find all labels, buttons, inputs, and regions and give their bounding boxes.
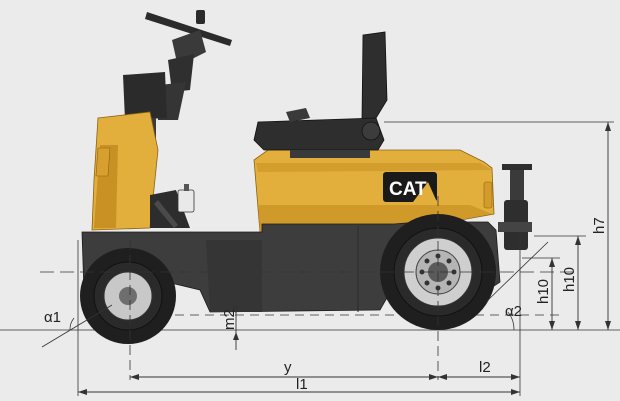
- chassis-panel: [206, 240, 262, 312]
- departure-angle: α2: [485, 241, 549, 331]
- y-dimension: y: [130, 359, 438, 380]
- front-lamp: [95, 147, 111, 177]
- h10-outer-dimension: h10: [534, 235, 586, 330]
- alpha2-label: α2: [505, 303, 522, 320]
- m2-dimension: m2: [221, 296, 239, 350]
- y-label: y: [284, 359, 292, 376]
- cat-logo-text: CAT: [389, 179, 427, 200]
- l2-label: l2: [479, 359, 491, 376]
- cat-logo: CAT: [383, 172, 437, 202]
- rear-light: [483, 181, 493, 209]
- approach-angle: α1: [41, 304, 113, 348]
- h7-label: h7: [591, 217, 608, 234]
- l1-dimension: l1: [78, 376, 520, 395]
- rear-body-top-shadow: [256, 163, 492, 172]
- alpha1-label: α1: [44, 309, 61, 326]
- h10-inner-label: h10: [535, 279, 552, 304]
- l2-dimension: l2: [438, 359, 520, 380]
- tow-hitch: [498, 164, 532, 250]
- foot-controls: [150, 184, 195, 228]
- l1-label: l1: [296, 376, 308, 393]
- operator-seat: [253, 31, 388, 158]
- h7-dimension: h7: [384, 121, 614, 330]
- h10-inner-dimension: h10: [522, 257, 560, 330]
- m2-label: m2: [221, 309, 238, 330]
- h10-outer-label: h10: [561, 267, 578, 292]
- front-wheel: [80, 248, 176, 344]
